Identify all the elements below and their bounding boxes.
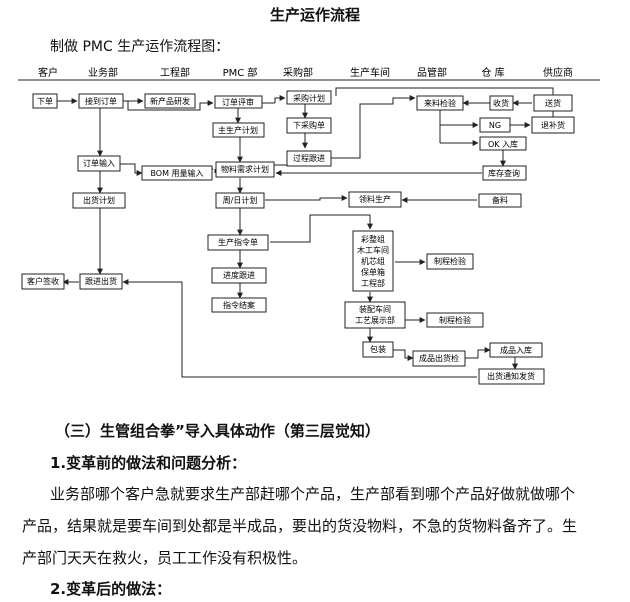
lane-sales: 业务部 [88,66,118,79]
lane-pmc: PMC 部 [223,66,258,79]
production-flowchart: 客户 业务部 工程部 PMC 部 采购部 生产车间 品管部 仓 库 供应商 [18,66,600,385]
node-xiacaigoudan: 下采购单 [293,120,325,130]
node-laoliaojianyan: 来料检验 [424,98,456,108]
node-wuliaoxuqiu: 物料需求计划 [221,164,269,174]
section-heading: （三）生管组合拳”导入具体动作（第三层觉知） [55,422,380,440]
node-zhushengchanjihua: 主生产计划 [218,125,258,135]
lane-warehouse: 仓 库 [481,66,504,79]
flow-nodes: 下单 接到订单 新产品研发 订单评审 采购计划 来料检验 收货 送货 主生产计划… [21,90,575,385]
node-zhichengjianyan2: 制程检验 [439,315,471,325]
node-bom: BOM 用量输入 [150,168,203,178]
subheading-after: 2.变革后的做法： [50,580,172,598]
node-gengjinchuhuo: 跟进出货 [85,276,117,286]
node-zhilingjiean: 指令结案 [223,300,255,310]
analysis-paragraph: 业务部哪个客户急就要求生产部赶哪个产品，生产部看到哪个产品好做就做哪个产品，结果… [22,485,578,567]
page-title: 生产运作流程 [269,6,360,24]
node-chuhuojihua: 出货计划 [83,195,115,205]
node-kucunchaxun: 库存查询 [488,168,520,178]
node-songhuo: 送货 [545,98,561,108]
node-shouhuo: 收货 [493,98,509,108]
lane-purchasing: 采购部 [283,66,313,79]
node-lines: 彩整组木工车间机芯组保单箱工程部 [357,234,389,288]
node-jindugengjin: 进度跟进 [223,270,255,280]
node-zhouri: 周/日计划 [223,195,258,205]
subheading-before: 1.变革前的做法和问题分析： [50,454,247,472]
lane-customer: 客户 [38,66,58,79]
node-zhuangpei: 装配车间工艺展示部 [355,304,395,325]
lane-header: 客户 业务部 工程部 PMC 部 采购部 生产车间 品管部 仓 库 供应商 [18,66,600,81]
node-chuhuotongzhi: 出货通知发货 [487,371,535,381]
node-okruku: OK 入库 [488,139,518,149]
node-xiadan: 下单 [37,96,53,106]
node-beiliao: 备料 [492,195,508,205]
node-xinchanpin: 新产品研发 [150,96,190,106]
lane-workshop: 生产车间 [350,66,390,79]
node-chengpinchuhuojian: 成品出货检 [419,353,459,363]
node-chengpinruku: 成品入库 [500,345,532,355]
lane-qc: 品管部 [417,66,447,79]
lane-engineering: 工程部 [160,66,190,79]
node-baozhuang: 包装 [370,344,386,354]
intro-text: 制做 PMC 生产运作流程图： [50,39,230,55]
node-dingdanpingshen: 订单评审 [222,97,254,107]
node-shengchanzhiling: 生产指令单 [218,237,258,247]
node-ng: NG [489,121,501,130]
node-caigoujihua: 采购计划 [293,93,325,103]
lane-supplier: 供应商 [543,66,573,79]
node-guochengdagen: 过程跟进 [293,153,325,163]
node-dingdanshuru: 订单输入 [83,158,115,168]
node-kehuqianshou: 客户签收 [27,276,59,286]
node-zhichengjianyan1: 制程检验 [434,256,466,266]
node-jiedan: 接到订单 [85,96,117,106]
node-tuibuhuo: 退补货 [541,120,565,130]
node-lingliaoshengchan: 领料生产 [359,194,391,204]
